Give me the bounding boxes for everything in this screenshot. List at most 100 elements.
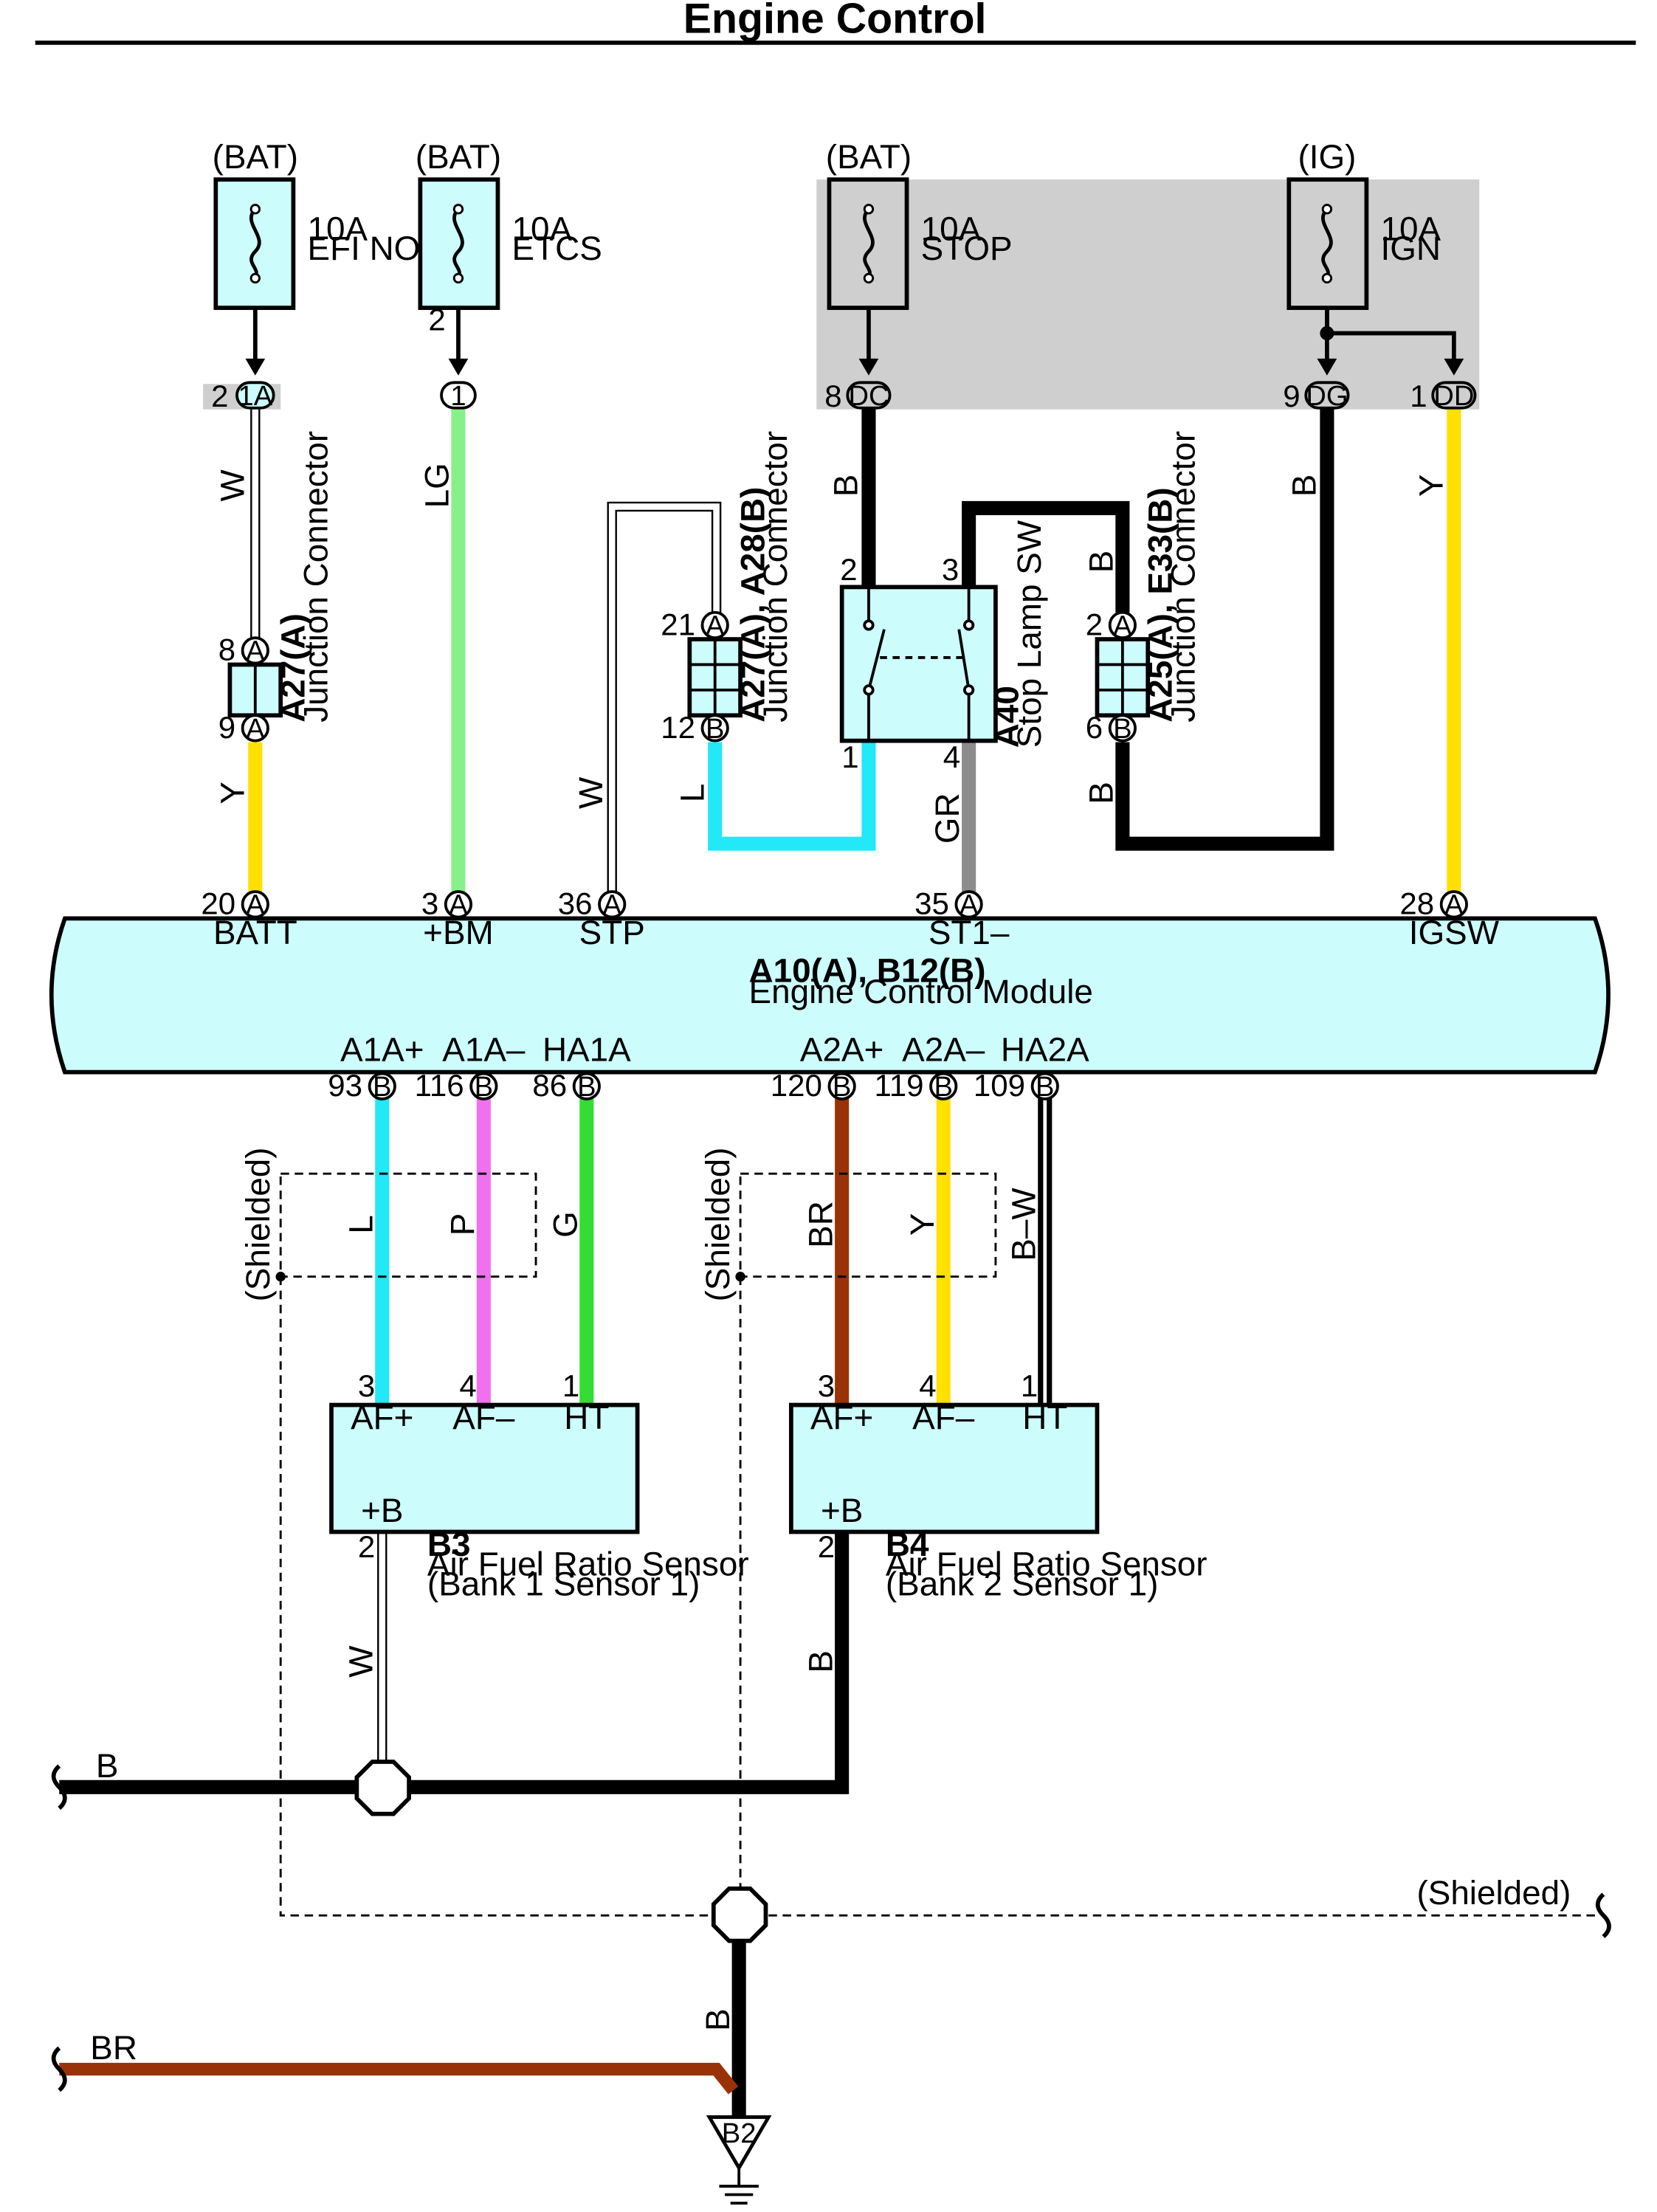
fuse-source-label: (BAT) xyxy=(213,137,298,176)
shield-label: (Shielded) xyxy=(698,1148,737,1302)
wire-stp-w-loop xyxy=(607,501,722,895)
connector-arrows xyxy=(245,358,1464,376)
connector-code: 1 xyxy=(450,380,466,412)
splice-b3 xyxy=(354,1760,411,1816)
pin-label: HT xyxy=(1022,1398,1067,1436)
ecm-name: Engine Control Module xyxy=(749,972,1093,1010)
pin-code: B xyxy=(1036,1071,1054,1103)
ecm-pin-ha2a: HA2A B 109 xyxy=(974,1030,1089,1103)
pin-code: B xyxy=(475,1071,493,1103)
pin-label: HA1A xyxy=(542,1030,631,1068)
wire-label: B xyxy=(698,2008,737,2031)
wire-label: Y xyxy=(903,1213,941,1236)
sensor-code: B4 xyxy=(886,1525,929,1563)
fuse-rating: 10A xyxy=(1381,209,1441,247)
pin-label: +B xyxy=(361,1491,403,1529)
ecm-pin-a2a-minus: A2A– B 119 xyxy=(874,1030,985,1103)
pin-label: STP xyxy=(579,913,645,951)
pin-label: A1A– xyxy=(442,1030,526,1068)
page-title: Engine Control xyxy=(683,0,987,43)
wire-break-right-shield xyxy=(1595,1892,1611,1939)
junction-name: Junction Connector xyxy=(296,431,334,723)
shield-label: (Shielded) xyxy=(1416,1873,1571,1912)
ground-symbol: B2 xyxy=(706,2115,772,2205)
wire-label: L xyxy=(341,1215,379,1234)
shield-label: (Shielded) xyxy=(238,1148,277,1302)
pin-num: 3 xyxy=(358,1368,375,1403)
wire-ground-bus-b xyxy=(59,1530,850,1794)
pin-label: ST1– xyxy=(929,913,1010,951)
pin-label: +BM xyxy=(423,913,494,951)
fuse-pin: 2 xyxy=(428,303,445,337)
junction-name: Junction Connector xyxy=(756,431,794,723)
fuse-rating: 10A xyxy=(921,209,982,247)
pin-label: AF+ xyxy=(351,1398,413,1436)
pin-code: A xyxy=(246,635,265,667)
pin-num: 3 xyxy=(818,1368,835,1403)
top-connector-1a: 2 1A xyxy=(211,379,275,413)
pin-num: 35 xyxy=(914,886,949,921)
connector-pin-num: 2 xyxy=(211,379,228,413)
pin-num: 2 xyxy=(840,552,857,587)
shield-drain-2 xyxy=(735,1272,745,1282)
fuse-name: IGN xyxy=(1381,229,1441,267)
pin-num: 20 xyxy=(201,886,235,921)
pin-code: B xyxy=(833,1071,851,1103)
pin-code: B xyxy=(706,713,724,745)
connector-code: 1A xyxy=(238,380,272,412)
pin-code: B xyxy=(934,1071,952,1103)
ground-code: B2 xyxy=(722,2118,757,2149)
pin-num: 6 xyxy=(1086,710,1103,745)
pin-num: 93 xyxy=(328,1068,362,1103)
wire-label: LG xyxy=(418,463,456,508)
fuse-elements xyxy=(249,207,1333,278)
top-connector-dg: 9 DG xyxy=(1283,379,1350,413)
pin-label: AF+ xyxy=(810,1398,873,1436)
wire-label: B–W xyxy=(1004,1188,1042,1261)
junction-name: Junction Connector xyxy=(1163,431,1202,723)
wire-label: GR xyxy=(928,793,966,844)
connector-code: DG xyxy=(1306,380,1348,412)
sensor-code: B3 xyxy=(427,1525,471,1563)
wire-bridge-b xyxy=(962,500,1130,613)
ecm-pin-a1a-minus: A1A– B 116 xyxy=(415,1030,526,1103)
junction-code: A25(A), E33(B) xyxy=(1141,487,1179,722)
connector-pin-num: 1 xyxy=(1410,379,1427,413)
shield-lines xyxy=(279,1172,1601,1917)
top-connector-dc: 8 DC xyxy=(824,379,892,413)
pin-num: 8 xyxy=(218,633,235,667)
pin-num: 4 xyxy=(919,1368,936,1403)
pin-num: 109 xyxy=(974,1068,1025,1103)
wire-label: BR xyxy=(801,1201,839,1248)
shaded-fuse-area xyxy=(816,179,1480,410)
pin-num: 1 xyxy=(841,740,858,774)
sensor-b4: 3 4 1 AF+ AF– HT +B 2 B4 Air Fuel Ratio … xyxy=(789,1368,1208,1602)
fuse-source-label: (IG) xyxy=(1298,137,1356,176)
pin-num: 4 xyxy=(943,740,960,774)
ecm-pin-stp: A 36 STP xyxy=(558,886,645,951)
pin-num: 2 xyxy=(1086,607,1103,641)
pin-num: 3 xyxy=(942,552,959,587)
switch-name: Stop Lamp SW xyxy=(1010,520,1048,748)
connector-pin-num: 9 xyxy=(1283,379,1300,413)
sensor-desc: (Bank 2 Sensor 1) xyxy=(886,1564,1158,1602)
ecm-pin-ha1a: HA1A B 86 xyxy=(532,1030,631,1103)
wire-label: L xyxy=(672,784,711,803)
pin-label: A2A– xyxy=(902,1030,985,1068)
pin-label: BATT xyxy=(213,913,297,951)
sensor-desc: (Bank 1 Sensor 1) xyxy=(427,1564,700,1602)
wire-br xyxy=(59,2062,739,2095)
pin-num: 1 xyxy=(1021,1368,1038,1403)
ecm-pin-a1a-plus: A1A+ B 93 xyxy=(328,1030,424,1103)
wire-label: B xyxy=(1081,782,1120,804)
fuse-terminals xyxy=(249,204,1333,284)
junction-code: A27(A), A28(B) xyxy=(734,487,772,723)
pin-num: 119 xyxy=(874,1068,923,1103)
wire-break-left-b xyxy=(51,1764,67,1810)
pin-code: A xyxy=(246,713,265,745)
wire-dg-b xyxy=(1115,407,1334,851)
top-connector-1: 1 xyxy=(440,380,477,412)
pin-num: 2 xyxy=(358,1529,375,1564)
ecm-pin-bm: A 3 +BM xyxy=(421,886,494,951)
